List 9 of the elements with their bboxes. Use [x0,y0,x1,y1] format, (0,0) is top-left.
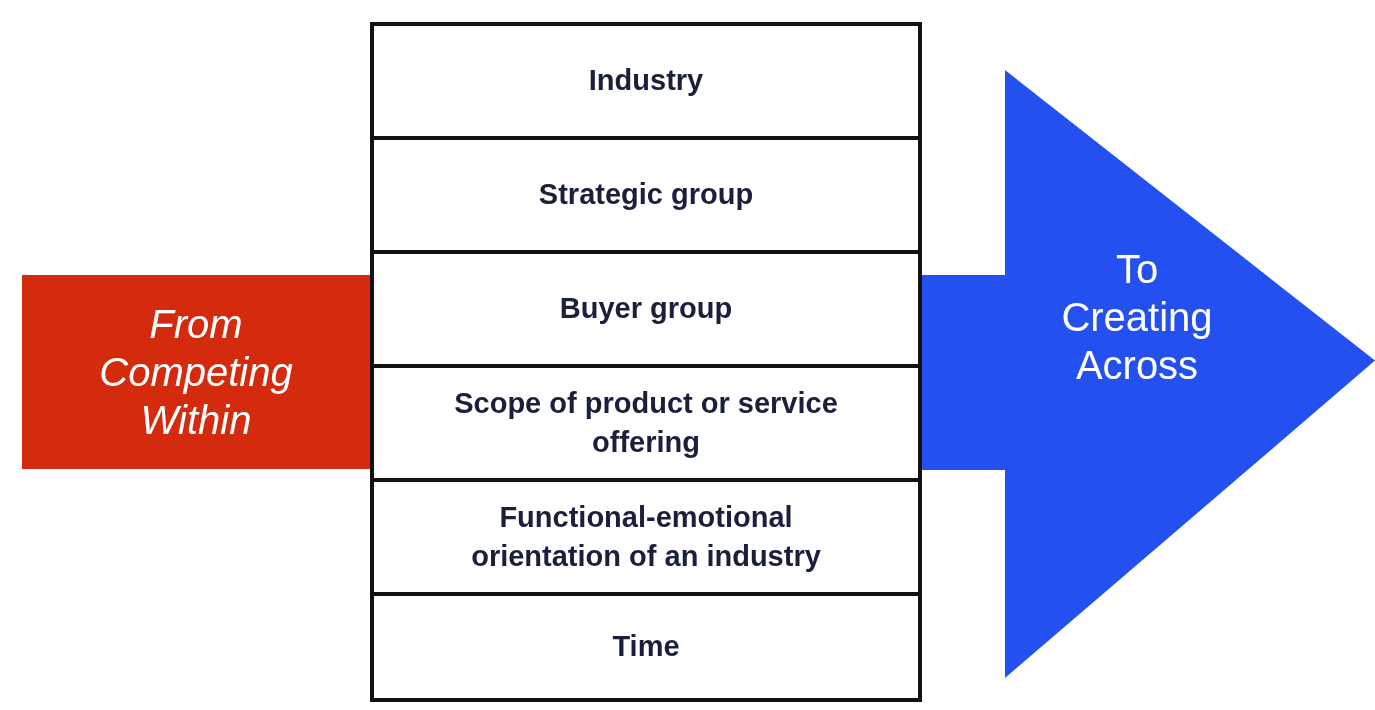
row-label: Scope of product or service offering [453,385,839,460]
row-label: Industry [588,63,704,99]
start-band [22,275,370,469]
arrow-label: To Creating Across [1060,246,1214,389]
row-label: Functional-emotional orientation of an industry [470,499,822,574]
row-label: Strategic group [538,177,754,213]
row-label: Buyer group [559,291,733,327]
band-label: From Competing Within [98,301,294,444]
row-label: Time [612,629,680,665]
